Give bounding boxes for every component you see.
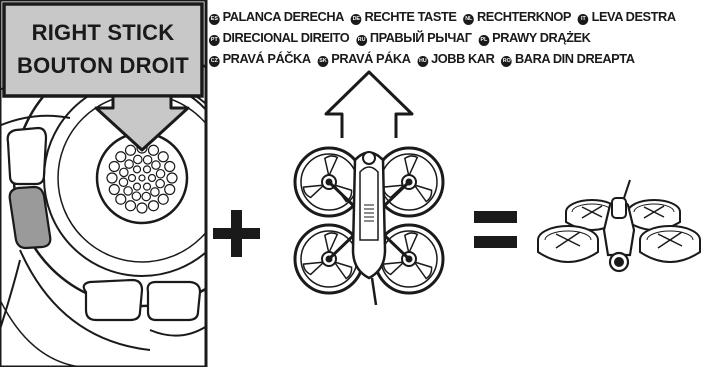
stick-grip-dot: [164, 160, 176, 173]
language-badge-de: DE: [350, 14, 362, 25]
translation-text: LEVA DESTRA: [591, 9, 676, 24]
stick-grip-dot: [166, 172, 178, 184]
translation-text: ПРАВЫЙ РЫЧАГ: [369, 30, 472, 45]
language-badge-cz: CZ: [209, 56, 220, 67]
stick-grip-dot: [127, 173, 137, 183]
stick-grip-dot: [132, 165, 142, 174]
stick-grip-dot: [147, 200, 160, 212]
translation-text: DIRECIONAL DIREITO: [222, 30, 350, 45]
stick-grip-dot: [147, 173, 157, 183]
highlighted-button: [8, 185, 52, 250]
language-badge-ro: RO: [501, 56, 513, 67]
language-badge-sk: SK: [317, 56, 329, 67]
stick-grip-dot: [131, 191, 142, 201]
drone-perspective-view: [537, 179, 701, 273]
controller-label-box: [2, 2, 204, 98]
stick-grip-dot: [138, 174, 146, 182]
stick-grip-dot: [151, 160, 161, 170]
stick-grip-dot: [164, 183, 176, 196]
stick-grip-dot: [155, 168, 166, 179]
translation-text: PRAWY DRĄŻEK: [492, 30, 591, 45]
translation-text: PRAVÁ PÁČKA: [222, 51, 312, 66]
stick-grip-dot: [132, 154, 143, 165]
stick-grip-dot: [132, 182, 142, 191]
stick-grip-dot: [155, 178, 165, 189]
stick-grip-dot: [108, 160, 120, 173]
language-badge-nl: NL: [463, 14, 475, 25]
translation-text: RECHTE TASTE: [364, 9, 457, 24]
language-badge-hu: HU: [417, 56, 429, 67]
stick-grip-dot: [119, 167, 129, 178]
language-badge-ru: RU: [356, 35, 367, 46]
stick-grip-dot: [142, 182, 152, 191]
translation-text: PRAVÁ PÁKA: [331, 51, 411, 66]
stick-grip-dot: [106, 172, 118, 184]
translation-text: BARA DIN DREAPTA: [514, 51, 635, 66]
up-arrow-icon: [324, 70, 414, 138]
right-stick-label-fr: BOUTON DROIT: [17, 53, 189, 78]
down-arrow-icon: [94, 94, 190, 152]
stick-grip-dot: [157, 193, 169, 205]
stick-grip-dot: [147, 144, 160, 156]
stick-grip-dot: [115, 151, 127, 163]
stick-grip-dot: [118, 177, 129, 188]
stick-grip-dot: [141, 191, 152, 202]
language-badge-pl: PL: [478, 35, 490, 46]
stick-grip-dot: [150, 187, 160, 197]
language-badge-es: ES: [209, 14, 220, 25]
equals-icon: [474, 211, 517, 248]
side-buttons: [6, 126, 202, 322]
stick-grip-dot: [124, 144, 137, 156]
controller-label: RIGHT STICK BOUTON DROIT: [0, 0, 206, 100]
stick-grip-dot: [142, 155, 153, 165]
drone-top-view: [293, 146, 445, 306]
stick-grip-dot: [115, 193, 127, 205]
translation-text: RECHTERKNOP: [477, 9, 572, 24]
right-stick-label: RIGHT STICK: [31, 20, 175, 45]
stick-grip-dot: [157, 151, 169, 163]
stick-grip-dot: [108, 183, 120, 196]
stick-grip-dot: [136, 202, 148, 214]
stick-grip-dot: [124, 200, 137, 212]
controller-closeup: [0, 0, 208, 367]
stick-grip-dot: [124, 159, 134, 169]
language-badge-pt: PT: [209, 35, 220, 46]
stick-grip-dot: [142, 165, 152, 174]
stick-grip-dot: [123, 186, 133, 196]
plus-icon: [213, 210, 260, 257]
translation-text: PALANCA DERECHA: [222, 9, 345, 24]
translation-text: JOBB KAR: [431, 51, 495, 66]
language-badge-it: IT: [578, 14, 589, 25]
